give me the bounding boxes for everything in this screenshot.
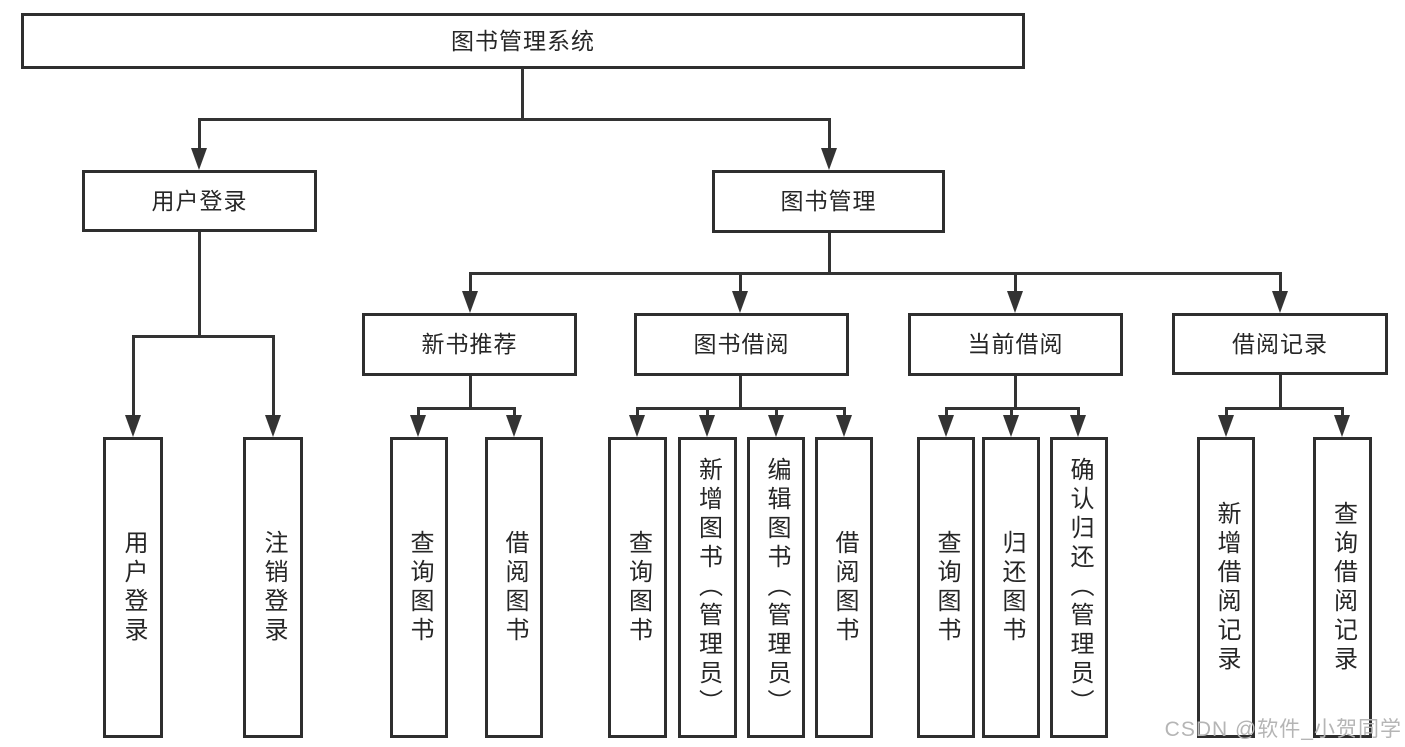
connector-leaf-stem (1341, 407, 1344, 417)
connector-leaf-stem (1077, 407, 1080, 417)
connector-new-book-stem (469, 376, 472, 409)
connector-leaf-stem (636, 407, 639, 417)
arrowhead-borrow-records (1272, 291, 1288, 313)
connector-to-logout-leaf (272, 335, 275, 417)
arrowhead-confirm-return (1070, 415, 1086, 437)
connector-to-new-book (469, 272, 472, 293)
node-book-borrow: 图书借阅 (634, 313, 849, 376)
connector-leaf-stem (513, 407, 516, 417)
connector-to-user-login (198, 118, 201, 151)
node-confirm-return-admin: 确认归还（管理员） (1050, 437, 1108, 738)
node-user-login: 用户登录 (82, 170, 317, 232)
node-borrow-records: 借阅记录 (1172, 313, 1388, 375)
arrowhead-query-books-2 (629, 415, 645, 437)
arrowhead-book-management (821, 148, 837, 170)
connector-book-mgmt-stem (828, 233, 831, 274)
arrowhead-query-books-3 (938, 415, 954, 437)
connector-leaf-stem (843, 407, 846, 417)
connector-user-login-bar (132, 335, 274, 338)
arrowhead-edit-books (768, 415, 784, 437)
connector-leaf-stem (1010, 407, 1013, 417)
arrowhead-user-login (191, 148, 207, 170)
node-library-management-system: 图书管理系统 (21, 13, 1025, 69)
node-new-book-recommend: 新书推荐 (362, 313, 577, 376)
arrowhead-borrow-books-2 (836, 415, 852, 437)
connector-user-login-stem (198, 232, 201, 337)
node-borrow-books-recommend: 借阅图书 (485, 437, 543, 738)
node-edit-books-admin: 编辑图书（管理员） (747, 437, 805, 738)
node-add-books-admin: 新增图书（管理员） (678, 437, 737, 738)
node-user-login-leaf: 用户登录 (103, 437, 163, 738)
arrowhead-login-leaf (125, 415, 141, 437)
node-borrow-books-leaf: 借阅图书 (815, 437, 873, 738)
node-query-borrow-record: 查询借阅记录 (1313, 437, 1372, 738)
csdn-watermark: CSDN @软件_小贺同学 (1164, 718, 1402, 741)
node-current-borrow: 当前借阅 (908, 313, 1123, 376)
connector-to-book-management (828, 118, 831, 151)
connector-book-borrow-bar (636, 407, 845, 410)
arrowhead-return-books (1003, 415, 1019, 437)
connector-root-bar (198, 118, 831, 121)
arrowhead-current-borrow (1007, 291, 1023, 313)
arrowhead-add-borrow-record (1218, 415, 1234, 437)
connector-to-current-borrow (1014, 272, 1017, 293)
node-query-books-recommend: 查询图书 (390, 437, 448, 738)
arrowhead-add-books (699, 415, 715, 437)
connector-borrow-records-stem (1279, 375, 1282, 409)
arrowhead-borrow-books-1 (506, 415, 522, 437)
connector-borrow-records-bar (1225, 407, 1344, 410)
connector-book-borrow-stem (739, 376, 742, 409)
connector-leaf-stem (417, 407, 420, 417)
connector-new-book-bar (417, 407, 516, 410)
node-add-borrow-record: 新增借阅记录 (1197, 437, 1255, 738)
connector-leaf-stem (945, 407, 948, 417)
connector-to-login-leaf (132, 335, 135, 417)
arrowhead-book-borrow (732, 291, 748, 313)
connector-leaf-stem (775, 407, 778, 417)
arrowhead-new-book (462, 291, 478, 313)
node-logout-leaf: 注销登录 (243, 437, 303, 738)
node-return-books: 归还图书 (982, 437, 1040, 738)
node-query-books-borrow: 查询图书 (608, 437, 667, 738)
connector-leaf-stem (1225, 407, 1228, 417)
connector-root-stem (521, 68, 524, 120)
arrowhead-logout-leaf (265, 415, 281, 437)
arrowhead-query-borrow-record (1334, 415, 1350, 437)
connector-current-borrow-stem (1014, 376, 1017, 409)
connector-book-mgmt-bar (469, 272, 1282, 275)
node-query-books-current: 查询图书 (917, 437, 975, 738)
connector-leaf-stem (706, 407, 709, 417)
connector-to-borrow-records (1279, 272, 1282, 293)
arrowhead-query-books-1 (410, 415, 426, 437)
node-book-management: 图书管理 (712, 170, 945, 233)
connector-to-book-borrow (739, 272, 742, 293)
